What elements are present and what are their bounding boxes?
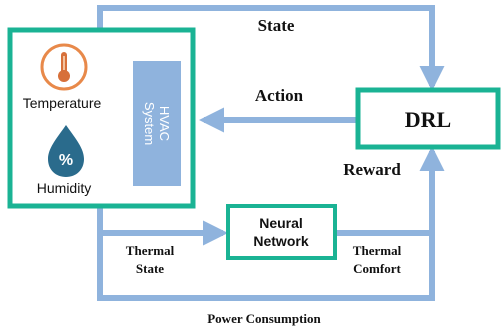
thermal-comfort-label-line1: Thermal — [353, 243, 402, 258]
thermal-state-arrow — [97, 206, 229, 246]
drl-box — [355, 87, 501, 150]
temperature-label: Temperature — [23, 95, 102, 111]
neural-network-label-line1: Neural — [259, 215, 303, 231]
hvac-system-label: HVAC System — [142, 102, 172, 145]
svg-text:HVAC: HVAC — [157, 106, 172, 141]
power-consumption-line — [97, 233, 435, 301]
drl-label: DRL — [405, 107, 451, 132]
water-drop-icon: % — [48, 125, 84, 177]
reward-label: Reward — [343, 160, 401, 179]
neural-network-label-line2: Network — [253, 233, 308, 249]
svg-text:System: System — [142, 102, 157, 145]
action-label: Action — [255, 86, 304, 105]
humidity-label: Humidity — [37, 180, 91, 196]
neural-network-box — [226, 204, 337, 260]
state-label: State — [258, 16, 295, 35]
thermal-state-label-line1: Thermal — [126, 243, 175, 258]
thermal-state-label-line2: State — [136, 261, 164, 276]
hvac-system-block — [133, 61, 181, 186]
thermal-comfort-label-line2: Comfort — [353, 261, 401, 276]
state-arrow — [97, 5, 445, 92]
thermometer-icon — [40, 43, 88, 91]
power-consumption-label: Power Consumption — [207, 311, 321, 326]
humidity-percent-symbol: % — [59, 152, 73, 169]
